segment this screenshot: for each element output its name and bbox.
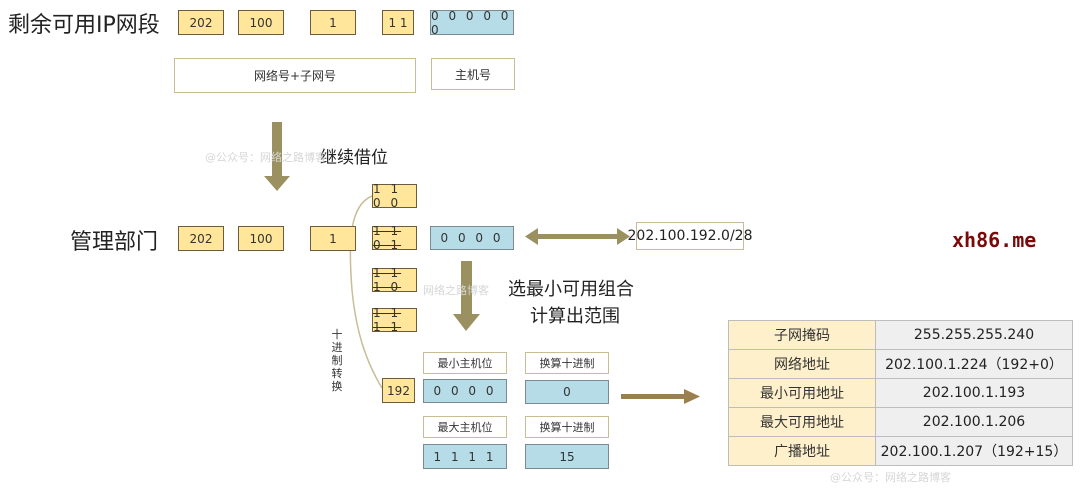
double-arrow <box>525 228 630 245</box>
site-logo: xh86.me <box>952 228 1037 252</box>
row-key: 广播地址 <box>728 436 876 466</box>
section2-title: 管理部门 <box>70 230 159 255</box>
min-dec-label: 换算十进制 <box>525 352 609 374</box>
char: 进 <box>331 341 343 354</box>
max-dec-label: 换算十进制 <box>525 416 609 438</box>
octet-2: 100 <box>238 226 284 251</box>
decimal-value: 192 <box>382 378 415 403</box>
char: 转 <box>331 367 343 380</box>
watermark: @公众号：网络之路博客 <box>830 471 951 484</box>
row-key: 最小可用地址 <box>728 378 876 408</box>
row-key: 子网掩码 <box>728 320 876 350</box>
subnet-option-1100: 1 1 0 0 <box>372 182 417 210</box>
octet-3: 1 <box>310 10 356 35</box>
section1-title: 剩余可用IP网段 <box>8 13 160 38</box>
min-host-bits: 0 0 0 0 <box>423 379 507 403</box>
min-dec-value: 0 <box>525 380 609 404</box>
char: 十 <box>331 328 343 341</box>
max-host-label: 最大主机位 <box>423 416 507 438</box>
down-arrow-1 <box>264 122 290 191</box>
cidr-result: 202.100.192.0/28 <box>628 222 752 250</box>
max-host-bits: 1 1 1 1 <box>423 444 507 469</box>
row-value: 202.100.1.207（192+15） <box>875 436 1073 466</box>
char: 制 <box>331 354 343 367</box>
net-subnet-label: 网络号+子网号 <box>174 58 416 93</box>
octet-1: 202 <box>178 226 224 251</box>
octet-1: 202 <box>178 10 224 35</box>
host-bits: 0 0 0 0 0 0 <box>430 9 514 37</box>
down-arrow-2 <box>453 261 480 331</box>
row-value: 202.100.1.206 <box>875 407 1073 437</box>
watermark: 网络之路博客 <box>423 284 489 297</box>
octet-3: 1 <box>310 226 356 251</box>
max-dec-value: 15 <box>525 444 609 469</box>
subnet-option-1111: 1 1 1 1 <box>372 306 417 334</box>
subnet-option-1101: 1 1 0 1 <box>372 224 417 252</box>
host-label: 主机号 <box>431 58 515 90</box>
calc-label-2: 计算出范围 <box>530 306 620 327</box>
watermark: @公众号：网络之路博客 <box>205 151 326 164</box>
host-bits: 0 0 0 0 <box>430 226 514 250</box>
row-value: 202.100.1.224（192+0） <box>875 349 1073 379</box>
borrow-label: 继续借位 <box>320 148 388 168</box>
row-key: 最大可用地址 <box>728 407 876 437</box>
min-host-label: 最小主机位 <box>423 352 507 374</box>
octet-2: 100 <box>238 10 284 35</box>
char: 换 <box>331 380 343 393</box>
octet-4-partial: 1 1 <box>382 10 414 35</box>
right-arrow <box>621 389 700 404</box>
row-value: 255.255.255.240 <box>875 320 1073 350</box>
decimal-conversion-label: 十 进 制 转 换 <box>330 328 344 393</box>
row-value: 202.100.1.193 <box>875 378 1073 408</box>
calc-label-1: 选最小可用组合 <box>508 279 634 300</box>
subnet-option-1110: 1 1 1 0 <box>372 266 417 294</box>
conversion-curve <box>349 195 383 389</box>
row-key: 网络地址 <box>728 349 876 379</box>
